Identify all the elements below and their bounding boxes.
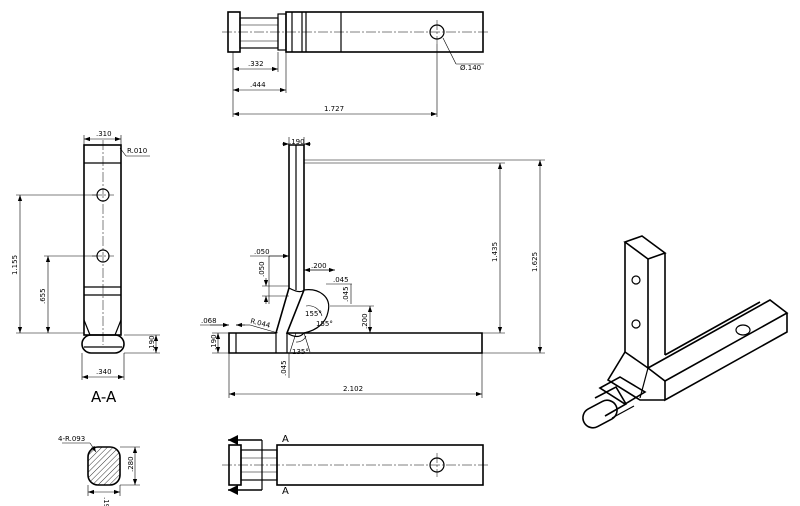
section-view: .310 R.010 1.155 .655 .190 .340 A-A — [11, 130, 160, 406]
isometric-view — [582, 235, 789, 429]
dim-190-top: .190 — [289, 138, 305, 146]
dim-045-bottom: .045 — [280, 360, 288, 376]
hole-diameter-dim: Ø.140 — [460, 64, 481, 72]
dim-1727: 1.727 — [324, 105, 344, 113]
hole-icon — [631, 275, 641, 285]
section-view-dimensions: .310 R.010 1.155 .655 .190 .340 A-A — [11, 130, 160, 406]
dim-340: .340 — [96, 368, 112, 376]
dim-190-left: .190 — [210, 334, 218, 350]
bottom-view: A A — [222, 434, 490, 497]
dim-068: .068 — [201, 317, 217, 325]
hole-icon — [735, 324, 751, 336]
dim-332: .332 — [248, 60, 264, 68]
angle-155-b: 155° — [316, 320, 333, 328]
dim-444: .444 — [250, 81, 266, 89]
isometric-horizontal-leg — [646, 299, 789, 402]
main-view: .190 1.435 1.625 .050 .050 .200 .045 — [200, 137, 545, 398]
top-view: Ø.140 .332 .444 1.727 — [222, 11, 490, 117]
section-view-part-outline — [81, 140, 125, 354]
dim-1155: 1.155 — [11, 255, 19, 275]
dim-200-h: .200 — [311, 262, 327, 270]
isometric-vertical-leg — [623, 235, 667, 370]
dim-045-h: .045 — [333, 276, 349, 284]
dim-655: .655 — [39, 288, 47, 304]
section-mark-top: A — [282, 434, 289, 445]
corner-radius-detail-dim: 4-R.093 — [58, 435, 85, 443]
cross-section-shape — [87, 446, 121, 486]
main-view-dimensions: .190 1.435 1.625 .050 .050 .200 .045 — [200, 137, 545, 398]
dim-050-h: .050 — [254, 248, 270, 256]
dim-045-v: .045 — [342, 286, 350, 302]
detail-view: 4-R.093 .280 .190 — [58, 435, 140, 506]
dim-280: .280 — [127, 456, 135, 472]
dim-190-section: .190 — [148, 335, 156, 351]
isometric-weld-and-stub — [582, 351, 665, 429]
top-view-part-outline — [222, 11, 490, 53]
dim-050-v: .050 — [258, 261, 266, 277]
dim-310: .310 — [96, 130, 112, 138]
dim-1625: 1.625 — [531, 252, 539, 272]
dim-2102: 2.102 — [343, 385, 363, 393]
section-mark-bottom: A — [282, 486, 289, 497]
section-label: A-A — [91, 388, 117, 406]
dim-200-v: .200 — [361, 313, 369, 329]
angle-135: 135° — [292, 348, 309, 356]
angle-155-a: 155° — [305, 310, 322, 318]
dim-190-detail: .190 — [102, 497, 110, 506]
dim-1435: 1.435 — [491, 242, 499, 262]
hole-icon — [631, 319, 641, 329]
corner-radius-dim: R.010 — [127, 147, 147, 155]
top-view-dimensions: Ø.140 .332 .444 1.727 — [232, 37, 484, 117]
